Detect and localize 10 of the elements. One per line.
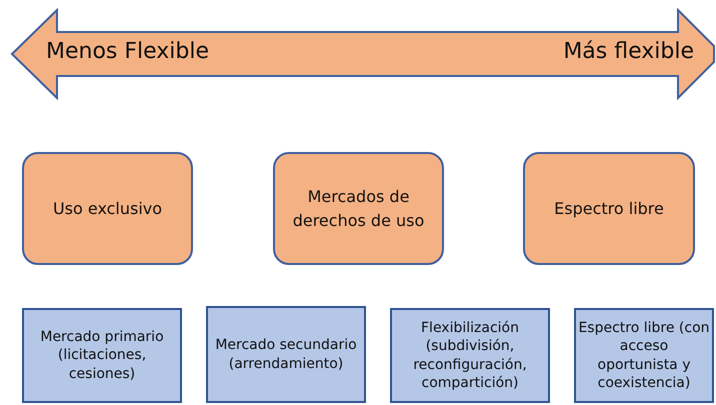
mechanism-box: Espectro libre (con acceso oportunista y coexistencia) xyxy=(574,308,714,403)
scale-label: Más flexible xyxy=(563,39,694,64)
mechanism-box: Flexibilización (subdivisión, reconfiguración, compartición) xyxy=(390,308,550,403)
category-box: Mercados de derechos de uso xyxy=(273,152,444,265)
scale-label: Menos Flexible xyxy=(46,39,210,64)
mechanism-box: Mercado secundario (arrendamiento) xyxy=(206,306,366,403)
mechanism-box: Mercado primario (licitaciones, cesiones) xyxy=(22,308,182,403)
category-box: Uso exclusivo xyxy=(22,152,193,265)
category-box: Espectro libre xyxy=(523,152,695,265)
double-arrow xyxy=(10,8,716,100)
